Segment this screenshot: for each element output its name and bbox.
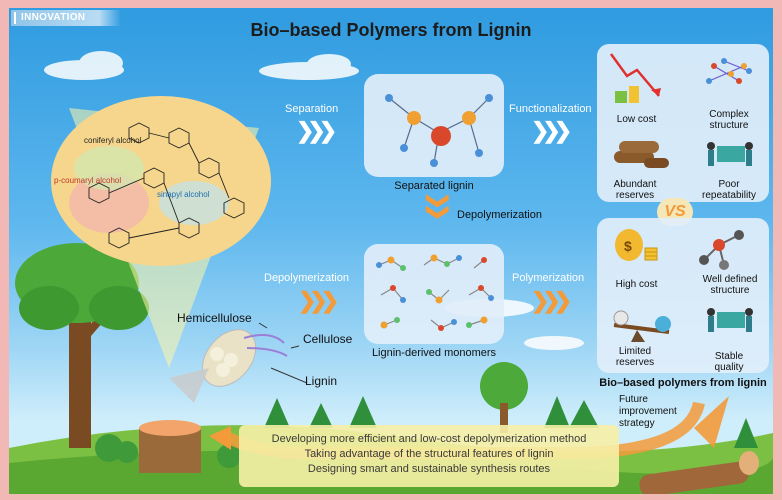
depolymerization-left-arrow-icon: ❯❯❯ [298, 288, 339, 313]
functionalization-arrow-icon: ❯❯❯ [531, 118, 572, 143]
page-title: Bio–based Polymers from Lignin [250, 20, 532, 40]
hemicellulose-label: Hemicellulose [177, 311, 252, 325]
strategy-banner [239, 425, 619, 487]
coniferyl-alcohol-label: coniferyl alcohol [84, 136, 142, 145]
future-strategy-label: Future improvement strategy [619, 394, 677, 429]
complex-structure-label: Complex structure [709, 109, 749, 131]
monomers-label: Lignin-derived monomers [371, 347, 497, 359]
abundant-reserves-label: Abundant reserves [613, 179, 657, 201]
strategy-item: Designing smart and sustainable synthesi… [307, 463, 551, 475]
diagram-canvas: Developing more efficient and low-cost d… [9, 8, 773, 494]
separated-lignin-label: Separated lignin [394, 180, 474, 192]
separated-lignin-icon [385, 94, 493, 167]
depolymerization-left-label: Depolymerization [264, 272, 349, 284]
well-defined-structure-label: Well defined structure [702, 274, 758, 296]
lignin-molecule-illustration [51, 96, 271, 266]
poor-repeatability-label: Poor repeatability [702, 179, 756, 201]
strategy-list: Developing more efficient and low-cost d… [239, 432, 619, 477]
section-tag: INNOVATION [11, 10, 121, 26]
lignin-properties-panel [597, 44, 769, 202]
depolymerization-down-label: Depolymerization [457, 209, 542, 221]
polymerization-arrow-icon: ❯❯❯ [531, 288, 572, 313]
depolymerization-down-arrow-icon: ❯❯ [426, 191, 452, 215]
p-coumaryl-alcohol-label: p-coumaryl alcohol [54, 176, 122, 185]
separation-arrow-icon: ❯❯❯ [296, 118, 337, 143]
lignin-properties-icons [609, 53, 753, 168]
strategy-item: Taking advantage of the structural featu… [304, 448, 554, 460]
functionalization-label: Functionalization [509, 103, 592, 115]
high-cost-label: High cost [615, 279, 658, 290]
biobased-polymers-icons: $ [613, 229, 753, 342]
limited-reserves-label: Limited reserves [615, 346, 655, 368]
svg-text:$: $ [624, 238, 632, 254]
polymerization-label: Polymerization [512, 272, 585, 284]
monomers-icon [376, 254, 494, 331]
separation-label: Separation [285, 103, 339, 115]
stable-quality-label: Stable quality [714, 351, 744, 373]
sinapyl-alcohol-label: sinapyl alcohol [157, 190, 210, 199]
cellulose-label: Cellulose [303, 332, 353, 346]
lignin-label: Lignin [305, 374, 338, 388]
biobased-polymers-title: Bio–based polymers from lignin [599, 377, 767, 389]
strategy-item: Developing more efficient and low-cost d… [271, 433, 587, 445]
low-cost-label: Low cost [616, 114, 657, 125]
